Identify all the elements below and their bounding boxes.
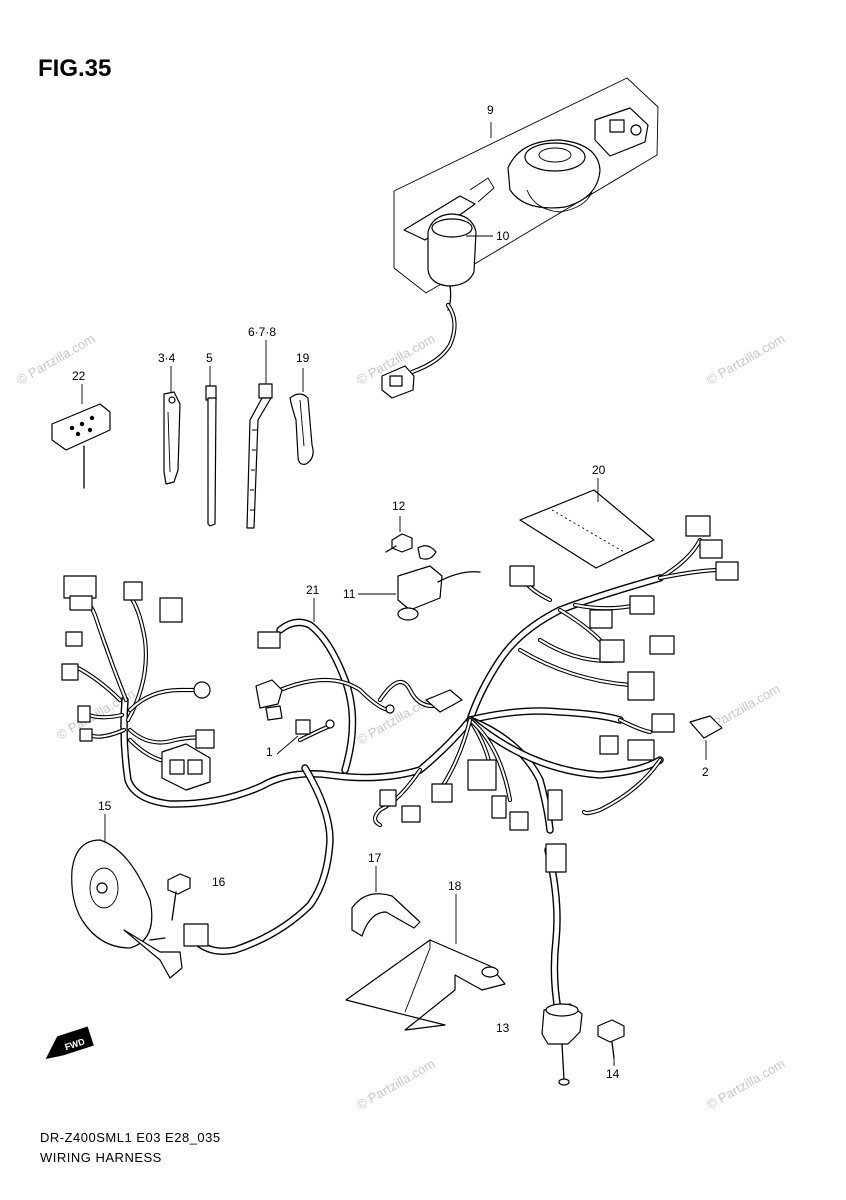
forward-direction-arrow: FWD	[45, 1026, 94, 1060]
connector-c	[61, 663, 79, 681]
ignition-connector	[594, 107, 649, 157]
connector-r	[379, 789, 397, 807]
connector-q	[401, 805, 421, 823]
figure-title: FIG.35	[38, 55, 112, 82]
connector-s	[547, 789, 563, 821]
connector-n	[491, 795, 507, 819]
connector-o	[509, 811, 529, 831]
connector-k	[255, 679, 283, 709]
connector-g	[193, 681, 211, 699]
band-5	[205, 385, 217, 527]
branch-wires	[75, 537, 723, 828]
callout-15: 15	[98, 799, 112, 813]
connector-y	[649, 635, 675, 655]
assembly-box	[393, 77, 659, 294]
part-2-clip	[689, 715, 723, 739]
horn-connector	[183, 923, 209, 947]
watermark-3: © Partzilla.com	[704, 331, 787, 388]
clamp-3-4	[163, 391, 181, 485]
connector-top-1	[685, 515, 711, 537]
clamp-19	[289, 393, 314, 465]
figure-name: WIRING HARNESS	[40, 1150, 162, 1165]
callout-21: 21	[306, 583, 320, 597]
callout-2: 2	[702, 765, 709, 779]
bolt-12	[385, 533, 413, 553]
connector-u	[509, 565, 535, 587]
terminal-block-22	[51, 403, 111, 489]
connector-t	[545, 843, 567, 873]
connector-right-1	[599, 735, 619, 755]
watermark-5: © Partzilla.com	[354, 691, 437, 748]
watermark-7: © Partzilla.com	[354, 1056, 437, 1113]
connector-p	[431, 783, 453, 803]
connector-d	[65, 631, 83, 647]
callout-17: 17	[368, 851, 382, 865]
connector-e	[77, 705, 91, 723]
callout-16: 16	[212, 875, 226, 889]
callout-labels: 9 10 22 3·4 5 6·7·8 19 20 12 11 21 1 2 1…	[72, 103, 709, 1081]
cover-17	[351, 893, 421, 937]
callout-1: 1	[266, 745, 273, 759]
relay-connector	[425, 689, 463, 713]
callout-5: 5	[206, 351, 213, 365]
connector-a	[63, 575, 97, 599]
bolt-14	[597, 1019, 625, 1059]
callout-13: 13	[496, 1021, 510, 1035]
ignition-switch-assembly	[381, 77, 659, 399]
harness-connectors	[61, 515, 739, 873]
horn-15	[71, 839, 183, 979]
callout-22: 22	[72, 369, 86, 383]
callout-3-4: 3·4	[158, 351, 176, 365]
callout-9: 9	[487, 103, 494, 117]
connector-j	[257, 631, 281, 649]
sheet-20	[519, 489, 655, 569]
callout-6-7-8: 6·7·8	[248, 325, 276, 339]
callout-10: 10	[496, 229, 510, 243]
connector-z	[627, 671, 655, 701]
callout-20: 20	[592, 463, 606, 477]
bolt-16	[167, 873, 191, 921]
callout-19: 19	[296, 351, 310, 365]
ignition-cap	[507, 139, 601, 213]
connector-top-3	[715, 561, 739, 581]
connector-v	[589, 609, 613, 629]
connector-x	[599, 639, 625, 663]
connector-right-3	[651, 713, 675, 733]
callout-14: 14	[606, 1067, 620, 1081]
connector-w	[629, 595, 655, 615]
connector-f	[159, 597, 183, 623]
connector-top-2	[699, 539, 723, 559]
connector-i	[161, 743, 211, 791]
switch-13	[541, 1003, 583, 1086]
ignition-switch-body	[403, 177, 495, 311]
connector-m	[467, 759, 497, 791]
connector-right-2	[627, 739, 655, 761]
connector-b	[123, 581, 143, 601]
watermark-8: © Partzilla.com	[704, 1056, 787, 1113]
connector-l	[295, 719, 311, 735]
ignition-plug	[381, 365, 415, 399]
bracket-18	[345, 939, 506, 1031]
connector-h	[195, 729, 215, 749]
band-6-7-8	[246, 383, 273, 529]
callout-18: 18	[448, 879, 462, 893]
callout-12: 12	[392, 499, 406, 513]
callout-11: 11	[343, 587, 356, 601]
leader-lines	[81, 122, 707, 1066]
figure-code: DR-Z400SML1 E03 E28_035	[40, 1130, 221, 1145]
switch-11	[397, 545, 481, 621]
